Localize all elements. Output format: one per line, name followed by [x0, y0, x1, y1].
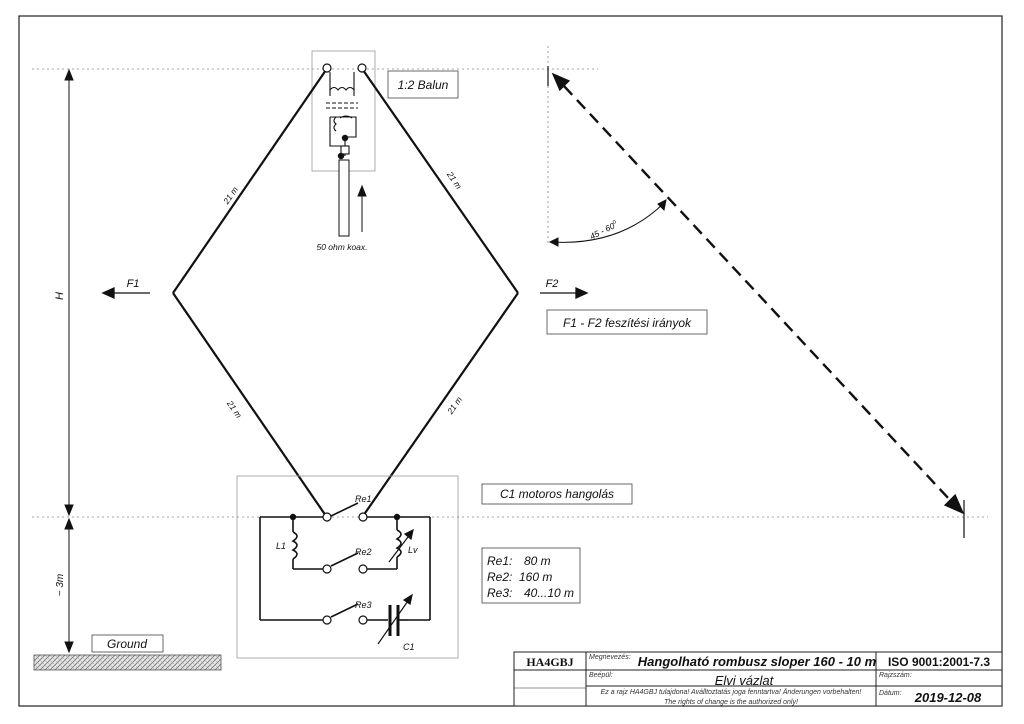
tuning-circuit	[259, 502, 431, 636]
tension-label-left: F1	[127, 278, 140, 290]
coax-arrow	[357, 184, 367, 232]
relay-legend-band-3: 40...10 m	[524, 586, 574, 600]
angle-unit: o	[612, 219, 618, 226]
relay-legend-band-2: 160 m	[519, 570, 552, 584]
feed-terminal-left	[322, 63, 332, 73]
balun-label: 1:2 Balun	[398, 78, 449, 92]
title-block-drawing-type: Elvi vázlat	[715, 673, 775, 688]
title-block-author: HA4GBJ	[526, 655, 573, 669]
l1-label: L1	[276, 541, 286, 551]
height-dimension	[64, 68, 74, 654]
height-label: H	[54, 292, 66, 300]
sheet-frame	[18, 15, 1003, 707]
tension-arrow-left	[101, 286, 150, 300]
title-block-date: 2019-12-08	[914, 690, 982, 705]
tension-arrow-right	[540, 286, 589, 300]
wire-length-upper-left: 21 m	[220, 185, 240, 207]
c1-label: C1	[403, 642, 415, 652]
title-block-built-caption: Beépül:	[589, 672, 613, 679]
sloper-direction-line	[547, 66, 965, 538]
ground-hatch	[33, 654, 222, 671]
coax-node	[337, 152, 345, 160]
junction-left	[289, 513, 297, 521]
wire-length-lower-right: 21 m	[444, 395, 464, 417]
title-block-date-caption: Dátum:	[879, 690, 902, 697]
angle-label: 45 - 60o	[588, 219, 620, 242]
title-block-drawing-no-caption: Rajzszám:	[879, 672, 912, 679]
variable-arrows	[377, 528, 414, 645]
re2-label: Re2	[355, 547, 372, 557]
title-block-copyright-1: Ez a rajz HA4GBJ tulajdona! Aválltoztatá…	[601, 688, 862, 696]
title-block-name-caption: Megnevezés:	[589, 654, 631, 661]
tension-description: F1 - F2 feszítési irányok	[563, 316, 692, 330]
coax-cable	[338, 159, 350, 237]
relay-legend-band-1: 80 m	[524, 554, 551, 568]
balun-node	[341, 134, 349, 142]
rhombus-antenna	[172, 69, 519, 517]
coax-label: 50 ohm koax.	[316, 242, 367, 252]
relay-legend-box	[481, 547, 581, 604]
ground-label-box	[91, 634, 164, 653]
tension-label-box	[546, 309, 708, 335]
balun-label-box	[387, 70, 459, 99]
ground-label: Ground	[107, 637, 147, 651]
title-block	[513, 651, 1003, 707]
title-block-name: Hangolható rombusz sloper 160 - 10 m	[638, 654, 877, 669]
ground-height-label: ~ 3m	[55, 574, 66, 597]
relay-legend-name-2: Re2:	[487, 570, 512, 584]
relay-legend-name-1: Re1:	[487, 554, 512, 568]
re1-label: Re1	[355, 494, 372, 504]
tuning-label-box	[481, 483, 633, 505]
wire-length-upper-right: 21 m	[444, 169, 464, 191]
relay-contacts	[322, 512, 368, 625]
title-block-copyright-2: The rights of change is the authorized o…	[664, 699, 798, 706]
re3-label: Re3	[355, 600, 372, 610]
tension-label-right: F2	[546, 278, 559, 290]
balun-transformer-symbol	[326, 72, 358, 156]
title-block-standard: ISO 9001:2001-7.3	[888, 655, 990, 669]
tuning-label: C1 motoros hangolás	[500, 487, 614, 501]
angle-arc	[548, 199, 667, 247]
relay-legend-name-3: Re3:	[487, 586, 512, 600]
lv-label: Lv	[408, 545, 418, 555]
feed-terminal-right	[357, 63, 367, 73]
wire-length-lower-left: 21 m	[224, 398, 244, 420]
junction-right	[393, 513, 401, 521]
tuning-frame	[236, 475, 459, 659]
